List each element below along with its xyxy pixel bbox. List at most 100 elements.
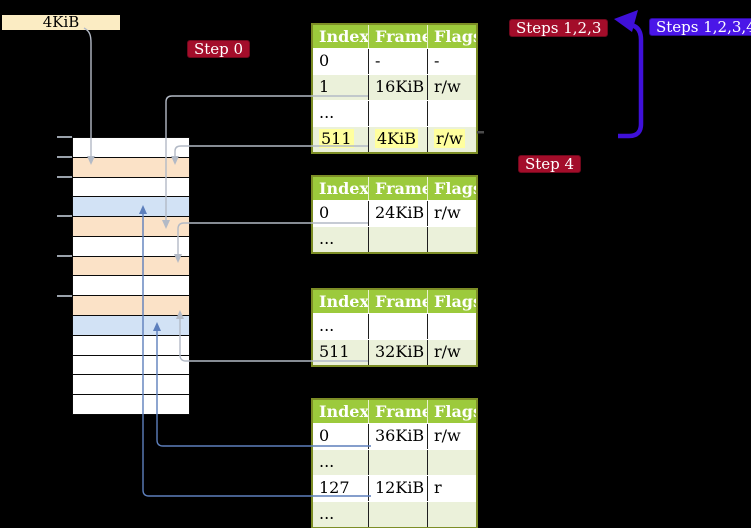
table-row: 0 24KiB r/w	[313, 200, 476, 226]
memory-frame-row	[73, 196, 189, 217]
highlighted-value: 4KiB	[375, 129, 419, 148]
cell-index: ...	[319, 504, 335, 523]
column-header-index: Index	[319, 402, 368, 421]
steps123-badge: Steps 1,2,3	[509, 19, 609, 37]
cell-flags: r/w	[427, 75, 476, 100]
cell-index: 511	[319, 342, 350, 361]
cell-frame: 36KiB	[368, 424, 427, 449]
table-header-row: Index Frame Flags	[313, 290, 476, 313]
table-row: ...	[313, 449, 476, 475]
cell-frame	[368, 502, 427, 527]
cell-index: ...	[319, 229, 335, 248]
cell-index: 0	[319, 51, 330, 70]
column-header-flags: Flags	[427, 290, 476, 313]
cell-flags	[427, 227, 476, 252]
memory-frame-row	[73, 156, 189, 177]
recursive-loop-arrow-head	[614, 10, 638, 32]
cell-flags: r	[427, 476, 476, 501]
column-header-index: Index	[319, 179, 368, 198]
cell-frame: 4KiB	[368, 127, 427, 152]
memory-frame-row	[73, 275, 189, 296]
memory-address-tick	[57, 136, 72, 138]
memory-address-tick	[57, 295, 72, 297]
cell-flags: r/w	[427, 340, 476, 365]
cell-index: ...	[319, 316, 335, 335]
cell-frame	[368, 101, 427, 126]
column-header-index: Index	[319, 292, 368, 311]
cell-frame	[368, 314, 427, 339]
memory-frame-row	[73, 394, 189, 414]
table-row: ...	[313, 313, 476, 339]
cell-index: ...	[319, 452, 335, 471]
physical-memory-column	[72, 137, 190, 415]
cell-flags: -	[427, 49, 476, 74]
memory-address-tick	[57, 156, 72, 158]
table-header-row: Index Frame Flags	[313, 25, 476, 48]
highlighted-value: r/w	[434, 129, 465, 148]
page-table-p2: Index Frame Flags ... 511 32KiB r/w	[311, 288, 478, 367]
cell-frame: 16KiB	[368, 75, 427, 100]
column-header-flags: Flags	[427, 400, 476, 423]
memory-address-tick	[57, 176, 72, 178]
cell-flags	[427, 314, 476, 339]
cell-flags: r/w	[427, 424, 476, 449]
table-row-recursive-entry: 511 4KiB r/w	[313, 126, 476, 152]
cell-index: 127	[319, 478, 350, 497]
cell-index: 0	[319, 426, 330, 445]
column-header-frame: Frame	[368, 177, 427, 200]
memory-frame-row	[73, 138, 189, 157]
memory-frame-row	[73, 354, 189, 375]
table-header-row: Index Frame Flags	[313, 400, 476, 423]
cell-frame: 12KiB	[368, 476, 427, 501]
column-header-flags: Flags	[427, 177, 476, 200]
memory-frame-row	[73, 315, 189, 335]
table-row: ...	[313, 501, 476, 527]
column-header-frame: Frame	[368, 290, 427, 313]
table-row: 0 - -	[313, 48, 476, 74]
step0-badge: Step 0	[187, 40, 251, 58]
table-row: 0 36KiB r/w	[313, 423, 476, 449]
cell-index: 0	[319, 203, 330, 222]
cell-index: 1	[319, 77, 330, 96]
table-row: ...	[313, 226, 476, 252]
memory-frame-row	[73, 216, 189, 236]
recursive-loop-arrow	[618, 22, 644, 139]
table-row: 511 32KiB r/w	[313, 339, 476, 365]
cell-flags	[427, 450, 476, 475]
memory-address-tick	[57, 255, 72, 257]
column-header-index: Index	[319, 27, 368, 46]
table-row: 1 16KiB r/w	[313, 74, 476, 100]
memory-frame-row	[73, 295, 189, 316]
table-row: 127 12KiB r	[313, 475, 476, 501]
memory-frame-row	[73, 334, 189, 355]
memory-address-tick	[57, 215, 72, 217]
frame-size-label: 4KiB	[2, 15, 120, 30]
cell-flags: r/w	[427, 201, 476, 226]
steps1234-badge: Steps 1,2,3,4	[649, 18, 751, 36]
memory-frame-row	[73, 374, 189, 395]
cell-frame	[368, 227, 427, 252]
cell-flags	[427, 101, 476, 126]
memory-frame-row	[73, 235, 189, 256]
cell-frame: 32KiB	[368, 340, 427, 365]
page-table-p1: Index Frame Flags 0 36KiB r/w ... 127 12…	[311, 398, 478, 528]
recursive-loop-start-dash	[477, 131, 484, 134]
column-header-flags: Flags	[427, 25, 476, 48]
column-header-frame: Frame	[368, 400, 427, 423]
table-row: ...	[313, 100, 476, 126]
memory-frame-row	[73, 176, 189, 197]
cell-index: ...	[319, 103, 335, 122]
cell-flags: r/w	[427, 127, 476, 152]
highlighted-value: 511	[319, 129, 354, 148]
table-header-row: Index Frame Flags	[313, 177, 476, 200]
column-header-frame: Frame	[368, 25, 427, 48]
page-table-p4: Index Frame Flags 0 - - 1 16KiB r/w ... …	[311, 23, 478, 154]
cell-frame	[368, 450, 427, 475]
step4-badge: Step 4	[518, 155, 582, 173]
cell-flags	[427, 502, 476, 527]
cell-index: 511	[313, 127, 368, 152]
cell-frame: 24KiB	[368, 201, 427, 226]
cell-frame: -	[368, 49, 427, 74]
memory-frame-row	[73, 255, 189, 276]
